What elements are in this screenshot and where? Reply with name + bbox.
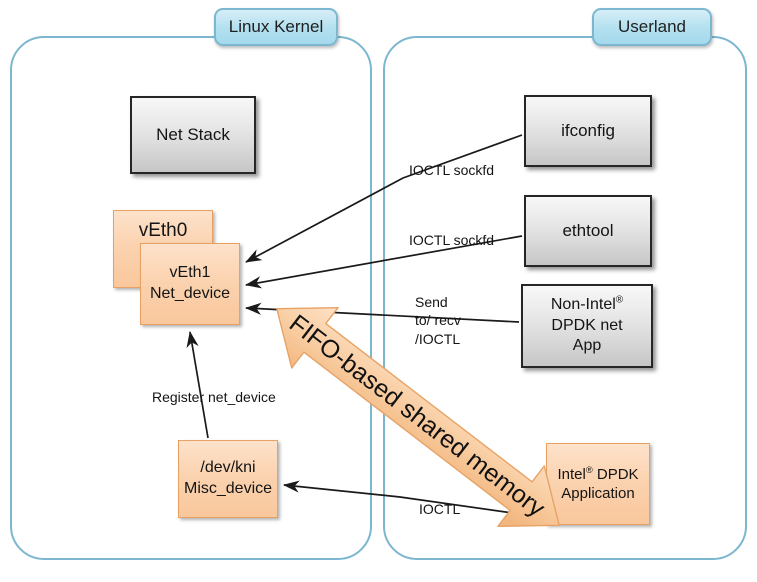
box-intel-dpdk-line-1: Intel® DPDK [557, 464, 639, 483]
box-net-stack[interactable]: Net Stack [130, 96, 256, 174]
zone-userland [383, 36, 747, 560]
box-non-intel-line-3: App [572, 337, 602, 355]
zone-linux-kernel [10, 36, 372, 560]
box-ifconfig-line-1: ifconfig [561, 121, 615, 141]
box-ifconfig[interactable]: ifconfig [524, 95, 652, 167]
box-veth0-line-1: vEth0 [138, 220, 188, 241]
box-dev-kni-line-1: /dev/kni [200, 459, 256, 477]
arrow-ifconfig-to-veth1 [245, 134, 523, 263]
box-net-stack-line-1: Net Stack [156, 125, 230, 145]
box-ethtool-line-1: ethtool [562, 221, 614, 241]
arrow-dpdk-app-ioctl-to-kni [282, 480, 549, 519]
zone-label-linux-kernel: Linux Kernel [214, 8, 338, 46]
box-dev-kni-line-2: Misc_device [183, 480, 273, 497]
box-veth1-line-2: Net_device [149, 285, 231, 302]
label-ioctl-sockfd-ethtool: IOCTL sockfd [409, 232, 495, 248]
box-non-intel-line-1: Non-Intel® [550, 294, 624, 314]
arrow-ethtool-to-veth1 [244, 235, 523, 289]
arrow-nonintel-app-to-veth1 [244, 302, 520, 323]
box-veth1-line-1: vEth1 [169, 264, 211, 282]
label-ioctl-kni: IOCTL [419, 501, 461, 517]
box-veth1-net-device[interactable]: vEth1 Net_device [140, 243, 240, 325]
arrow-kni-register-net-device [186, 330, 209, 439]
box-intel-dpdk-line-2: Application [561, 485, 635, 502]
label-send-recv-ioctl: Send to/ recv /IOCTL [415, 294, 461, 347]
box-ethtool[interactable]: ethtool [524, 195, 652, 267]
box-non-intel-dpdk-net-app[interactable]: Non-Intel® DPDK net App [521, 284, 653, 368]
box-intel-dpdk-application[interactable]: Intel® DPDK Application [546, 443, 650, 525]
box-dev-kni-misc-device[interactable]: /dev/kni Misc_device [178, 440, 278, 518]
box-non-intel-line-2: DPDK net [551, 316, 623, 334]
zone-label-userland: Userland [592, 8, 712, 46]
label-ioctl-sockfd-ifconfig: IOCTL sockfd [409, 162, 495, 178]
label-register-net-device: Register net_device [152, 389, 276, 405]
